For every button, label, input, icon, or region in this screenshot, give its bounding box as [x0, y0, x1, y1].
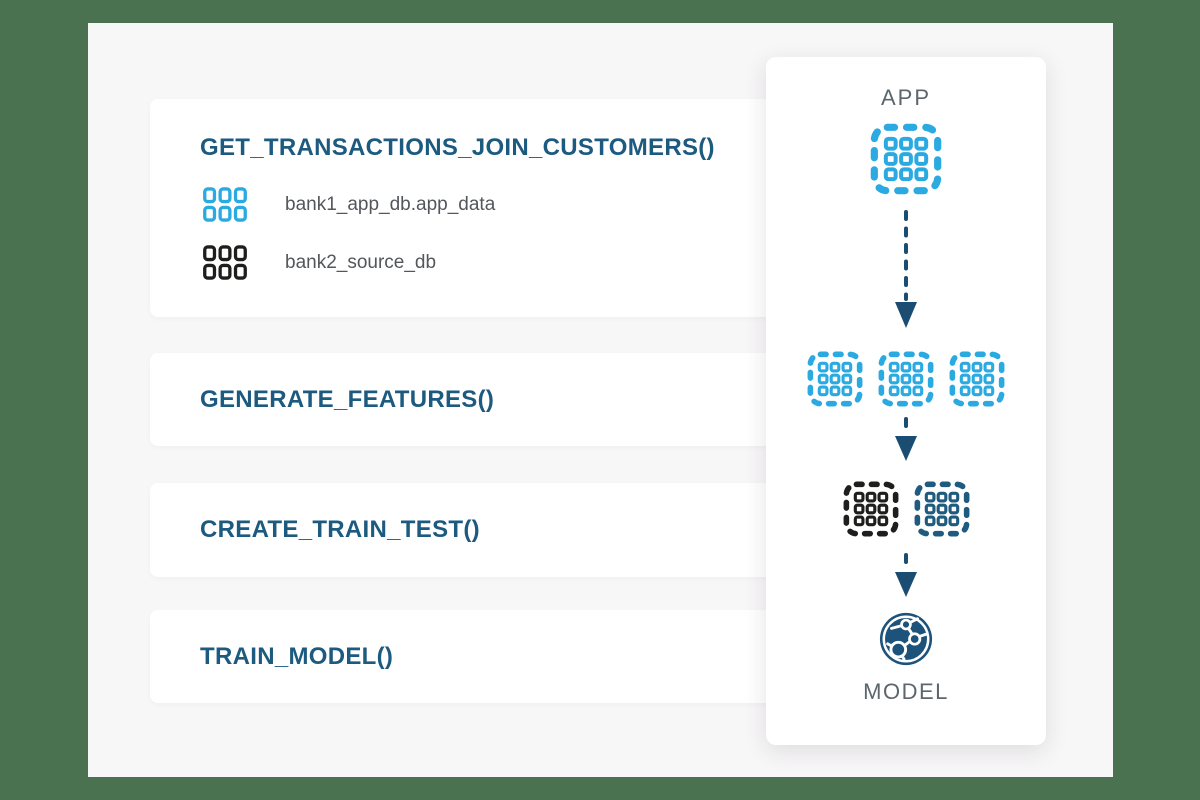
function-name: CREATE_TRAIN_TEST() [200, 516, 480, 544]
dataset-grid-icon [949, 351, 1005, 407]
table-grid-icon [200, 244, 250, 281]
card-get-transactions-join-customers[interactable]: GET_TRANSACTIONS_JOIN_CUSTOMERS() bank1_… [150, 99, 790, 317]
dataset-grid-icon [878, 351, 934, 407]
function-name: TRAIN_MODEL() [200, 642, 394, 670]
table-row: bank1_app_db.app_data [200, 186, 790, 223]
model-sphere-icon [878, 611, 934, 667]
arrow-down-icon [893, 551, 919, 599]
table-name: bank2_source_db [285, 251, 437, 273]
flow-panel: APP [766, 57, 1046, 745]
dataset-grid-icon-black [843, 481, 899, 537]
function-name: GENERATE_FEATURES() [200, 385, 495, 413]
card-create-train-test[interactable]: CREATE_TRAIN_TEST() [150, 483, 790, 577]
train-test-datasets-row [843, 481, 970, 537]
feature-datasets-row [807, 351, 1005, 407]
app-dataset-icon [870, 123, 942, 195]
table-grid-icon [200, 186, 250, 223]
arrow-down-icon [893, 415, 919, 463]
arrow-down-icon [893, 209, 919, 331]
table-name: bank1_app_db.app_data [285, 193, 496, 215]
dataset-grid-icon-navy [914, 481, 970, 537]
model-label: MODEL [863, 679, 949, 705]
dataset-grid-icon [807, 351, 863, 407]
app-label: APP [880, 85, 932, 110]
illustration-canvas: GET_TRANSACTIONS_JOIN_CUSTOMERS() bank1_… [88, 23, 1113, 777]
card-generate-features[interactable]: GENERATE_FEATURES() [150, 353, 790, 446]
card-train-model[interactable]: TRAIN_MODEL() [150, 610, 790, 703]
function-name: GET_TRANSACTIONS_JOIN_CUSTOMERS() [200, 134, 715, 161]
table-row: bank2_source_db [200, 244, 790, 281]
